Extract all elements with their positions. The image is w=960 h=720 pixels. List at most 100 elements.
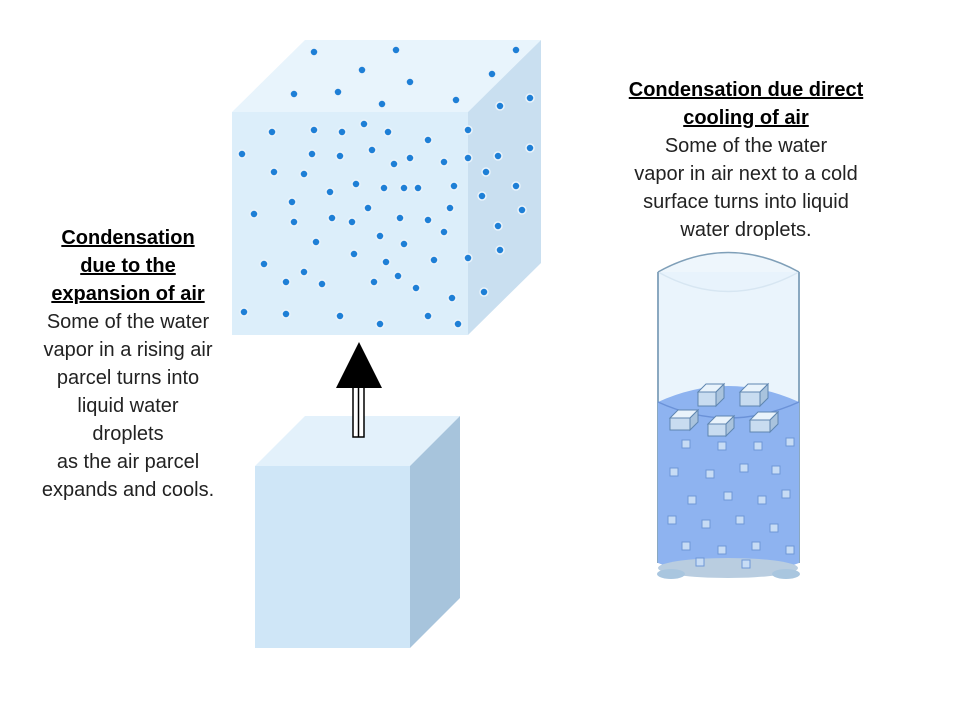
droplet-icon [333, 87, 343, 97]
droplet-icon [317, 279, 327, 289]
left-body-line-7: expands and cools. [41, 479, 215, 501]
droplet-icon [463, 253, 473, 263]
droplet-icon [375, 319, 385, 329]
droplet-icon [717, 441, 727, 451]
left-body-line-3: parcel turns into [56, 367, 200, 389]
droplet-icon [479, 287, 489, 297]
droplet-icon [701, 519, 711, 529]
large-cube-side [468, 40, 541, 335]
droplet-icon [451, 95, 461, 105]
droplet-icon [393, 271, 403, 281]
ice-cube-icon [706, 414, 736, 438]
ice-cube-icon [748, 410, 780, 434]
droplet-icon [439, 157, 449, 167]
droplet-icon [495, 101, 505, 111]
droplet-icon [477, 191, 487, 201]
droplet-icon [287, 197, 297, 207]
droplet-icon [383, 127, 393, 137]
droplet-icon [299, 267, 309, 277]
droplet-icon [325, 187, 335, 197]
small-air-parcel-cube [255, 416, 460, 648]
droplet-icon [463, 153, 473, 163]
droplet-icon [669, 467, 679, 477]
droplet-icon [769, 523, 779, 533]
left-body-line-5: droplets [92, 423, 164, 445]
droplet-icon [785, 437, 795, 447]
small-cube-front [255, 466, 410, 648]
droplet-icon [481, 167, 491, 177]
droplet-icon [289, 89, 299, 99]
droplet-icon [681, 439, 691, 449]
droplet-icon [289, 217, 299, 227]
glass-droplets [667, 437, 795, 569]
droplet-icon [377, 99, 387, 109]
droplet-icon [429, 255, 439, 265]
droplet-icon [307, 149, 317, 159]
droplet-icon [237, 149, 247, 159]
droplet-icon [463, 125, 473, 135]
droplet-icon [267, 127, 277, 137]
droplet-icon [357, 65, 367, 75]
droplet-icon [423, 135, 433, 145]
small-cube-side [410, 416, 460, 648]
droplet-icon [525, 93, 535, 103]
glass-rim [657, 251, 800, 273]
droplet-icon [781, 489, 791, 499]
ice-cube-icon [696, 382, 726, 408]
droplet-icon [309, 125, 319, 135]
droplet-icon [369, 277, 379, 287]
large-cube-top [232, 40, 541, 112]
droplet-icon [391, 45, 401, 55]
upward-arrow-icon [336, 342, 382, 438]
ice-cube-icon [738, 382, 770, 408]
droplet-icon [771, 465, 781, 475]
droplet-icon [299, 169, 309, 179]
droplet-icon [751, 541, 761, 551]
left-heading-line-1: Condensation [61, 227, 195, 249]
droplet-icon [327, 213, 337, 223]
droplet-icon [335, 151, 345, 161]
droplet-icon [511, 45, 521, 55]
droplet-icon [757, 495, 767, 505]
droplet-icon [381, 257, 391, 267]
right-caption: Condensation due direct cooling of air S… [596, 76, 896, 244]
droplet-icon [239, 307, 249, 317]
droplet-icon [439, 227, 449, 237]
droplet-icon [445, 203, 455, 213]
droplet-icon [423, 311, 433, 321]
droplet-icon [493, 151, 503, 161]
droplet-icon [723, 491, 733, 501]
droplet-icon [739, 463, 749, 473]
droplet-icon [753, 441, 763, 451]
droplet-icon [413, 183, 423, 193]
right-body-line-1: Some of the water [664, 135, 828, 157]
right-heading-line-2: cooling of air [683, 107, 809, 129]
droplet-icon [359, 119, 369, 129]
droplet-icon [717, 545, 727, 555]
droplet-icon [667, 515, 677, 525]
glass-of-ice-water-icon [657, 251, 800, 579]
droplet-icon [511, 181, 521, 191]
droplet-icon [311, 237, 321, 247]
droplet-icon [695, 557, 705, 567]
droplet-icon [705, 469, 715, 479]
glass-base [658, 558, 798, 578]
droplet-icon [259, 259, 269, 269]
droplet-icon [281, 277, 291, 287]
droplet-icon [399, 239, 409, 249]
droplet-icon [493, 221, 503, 231]
droplet-icon [363, 203, 373, 213]
left-heading-line-3: expansion of air [51, 283, 205, 305]
droplet-icon [447, 293, 457, 303]
droplet-icon [741, 559, 751, 569]
droplet-icon [449, 181, 459, 191]
droplet-icon [411, 283, 421, 293]
right-heading-line-1: Condensation due direct [628, 79, 864, 101]
left-body-line-1: Some of the water [46, 311, 210, 333]
droplet-icon [681, 541, 691, 551]
droplet-icon [337, 127, 347, 137]
droplet-icon [375, 231, 385, 241]
droplet-icon [269, 167, 279, 177]
